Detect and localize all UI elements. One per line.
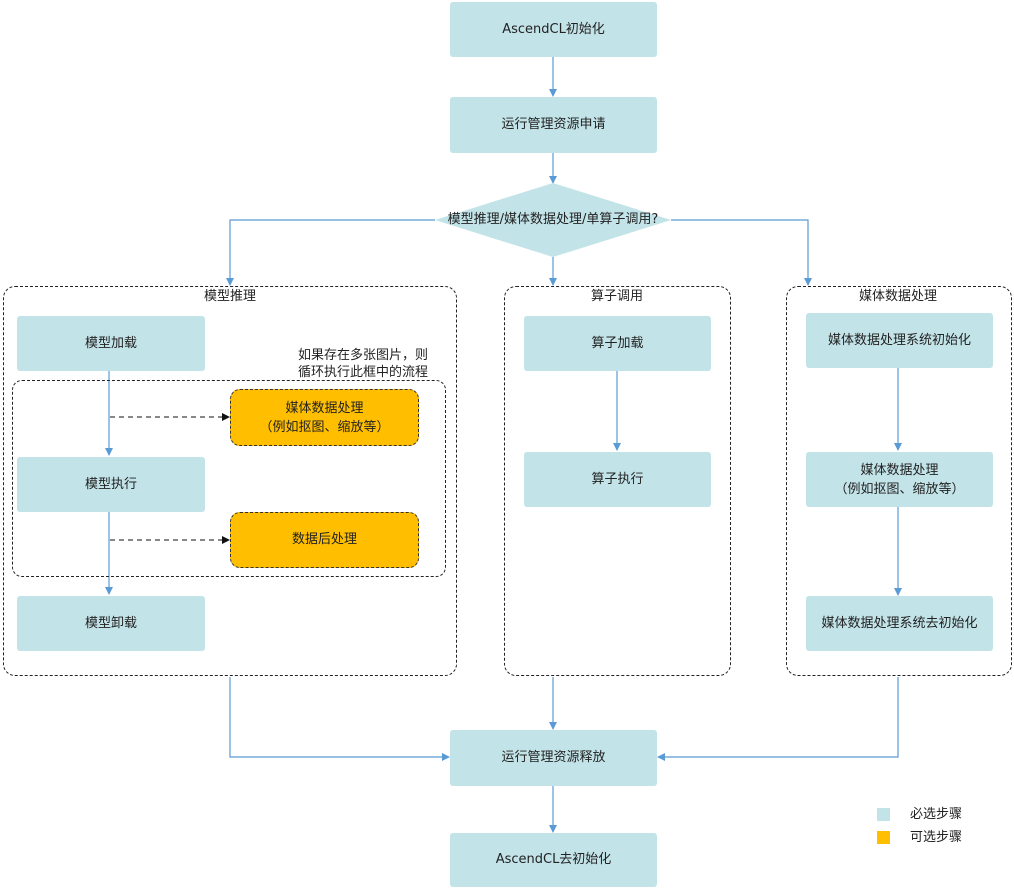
deinit-step: AscendCL去初始化 <box>450 833 657 887</box>
decision-label: 模型推理/媒体数据处理/单算子调用? <box>447 212 659 227</box>
operator-execute-step: 算子执行 <box>524 452 711 507</box>
model-media-process-step: 媒体数据处理 （例如抠图、缩放等） <box>230 389 419 446</box>
media-init-step: 媒体数据处理系统初始化 <box>806 313 993 368</box>
operator-load-step: 算子加载 <box>524 316 711 371</box>
model-group-title: 模型推理 <box>203 289 257 304</box>
loop-frame <box>12 380 446 577</box>
legend-required-swatch <box>877 808 890 821</box>
loop-note-line1: 如果存在多张图片，则 <box>298 348 429 363</box>
legend-optional-swatch <box>877 831 890 844</box>
resource-release-step: 运行管理资源释放 <box>450 730 657 786</box>
init-step: AscendCL初始化 <box>450 2 657 57</box>
model-unload-step: 模型卸载 <box>17 596 205 651</box>
arrow-decision-to-media <box>671 219 812 286</box>
media-process-line2: （例如抠图、缩放等） <box>834 481 965 497</box>
legend-optional-label: 可选步骤 <box>910 830 963 845</box>
model-media-line1: 媒体数据处理 <box>285 400 364 416</box>
media-deinit-step: 媒体数据处理系统去初始化 <box>806 596 993 651</box>
legend-required-label: 必选步骤 <box>910 807 963 822</box>
operator-group-title: 算子调用 <box>590 289 644 304</box>
model-load-step: 模型加载 <box>17 316 205 371</box>
model-media-line2: （例如抠图、缩放等） <box>259 419 390 435</box>
media-group <box>786 286 1012 676</box>
arrow-decision-to-model <box>226 219 435 286</box>
model-inference-group <box>3 286 457 676</box>
model-execute-step: 模型执行 <box>17 457 205 512</box>
arrow-media-to-release <box>657 677 899 761</box>
operator-group <box>504 286 731 676</box>
arrow-model-to-release <box>229 677 450 761</box>
media-process-line1: 媒体数据处理 <box>860 462 939 478</box>
resource-request-step: 运行管理资源申请 <box>450 97 657 153</box>
media-process-step: 媒体数据处理 （例如抠图、缩放等） <box>806 452 993 507</box>
loop-note-line2: 循环执行此框中的流程 <box>298 365 429 380</box>
postprocess-step: 数据后处理 <box>230 512 419 568</box>
media-group-title: 媒体数据处理 <box>858 289 938 304</box>
